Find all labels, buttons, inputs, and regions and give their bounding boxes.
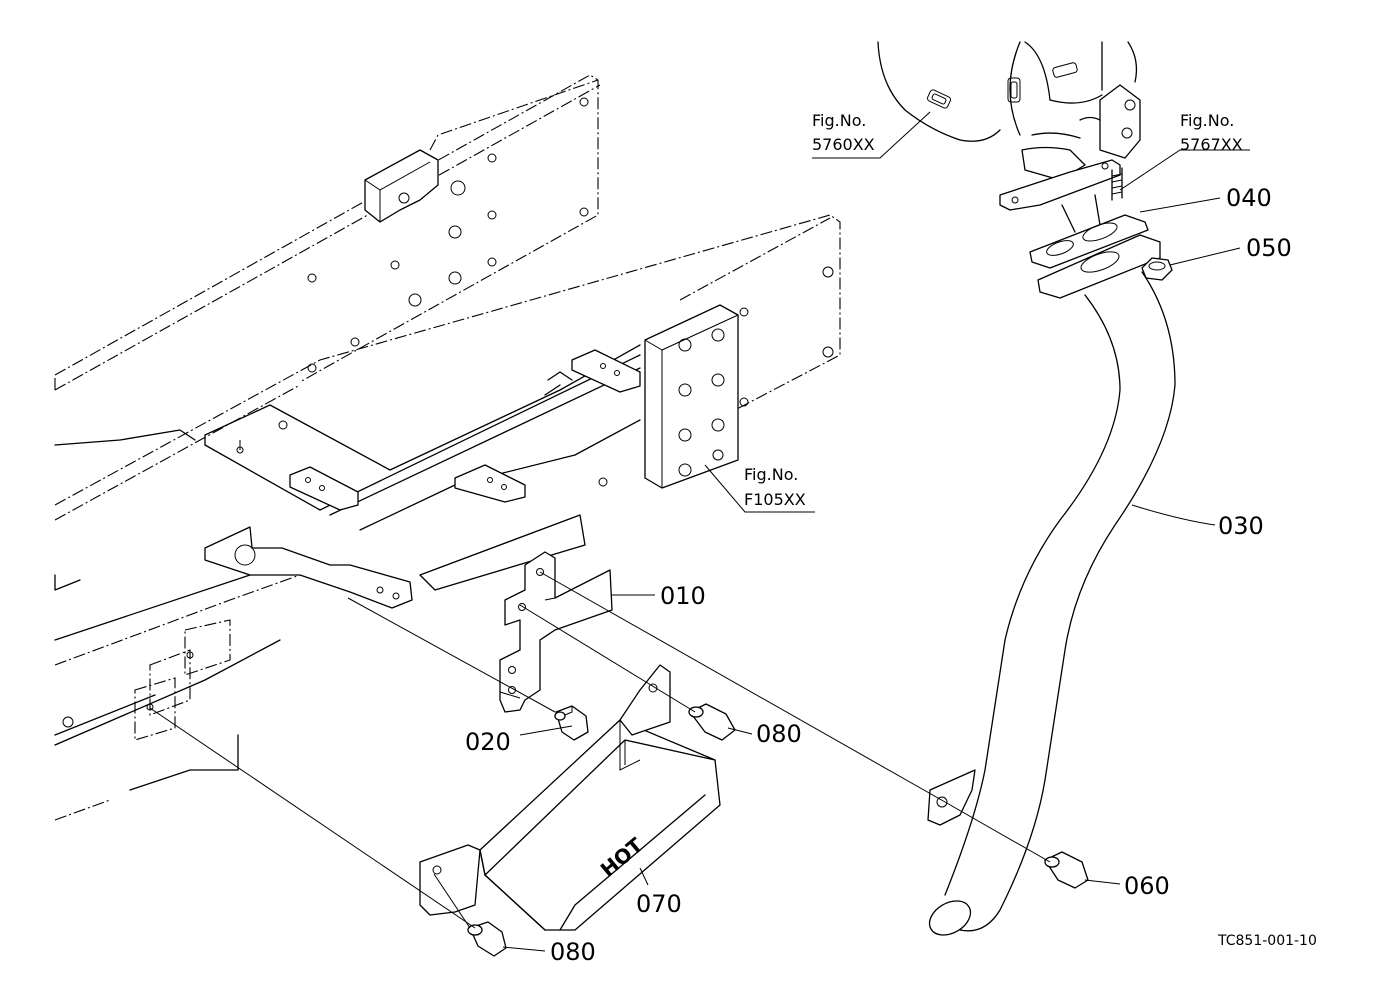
heat-cover-070: HOT <box>419 664 721 931</box>
label-040: 040 <box>1226 184 1272 212</box>
assembly-lines <box>149 571 1051 929</box>
label-050: 050 <box>1246 234 1292 262</box>
label-080-lower: 080 <box>550 938 596 966</box>
bolt-060 <box>1044 851 1089 889</box>
exhaust-pipe-030 <box>927 234 1176 936</box>
bolt-020 <box>554 705 589 741</box>
ref-5760xx-line2: 5760XX <box>812 135 875 154</box>
ref-5767xx-line1: Fig.No. <box>1180 111 1234 130</box>
gasket-040 <box>1029 214 1149 269</box>
ref-f105xx-line1: Fig.No. <box>744 465 798 484</box>
label-030: 030 <box>1218 512 1264 540</box>
bolt-080-upper <box>688 703 736 741</box>
label-070: 070 <box>636 890 682 918</box>
frame-rails <box>54 74 841 821</box>
label-020: 020 <box>465 728 511 756</box>
muffler-assembly <box>877 41 1141 233</box>
leader-lines <box>502 111 1250 952</box>
drawing-code: TC851-001-10 <box>1217 933 1317 949</box>
label-080-upper: 080 <box>756 720 802 748</box>
label-010: 010 <box>660 582 706 610</box>
bolt-080-lower <box>467 921 507 957</box>
ref-f105xx-line2: F105XX <box>744 490 806 509</box>
nut-050 <box>1141 257 1173 281</box>
ref-5767xx-line2: 5767XX <box>1180 135 1243 154</box>
label-060: 060 <box>1124 872 1170 900</box>
figure-references: Fig.No. 5760XX Fig.No. 5767XX Fig.No. F1… <box>744 111 1243 509</box>
ref-5760xx-line1: Fig.No. <box>812 111 866 130</box>
part-labels: 010 020 030 040 050 060 070 080 080 <box>465 184 1292 966</box>
bracket-010 <box>499 551 613 713</box>
